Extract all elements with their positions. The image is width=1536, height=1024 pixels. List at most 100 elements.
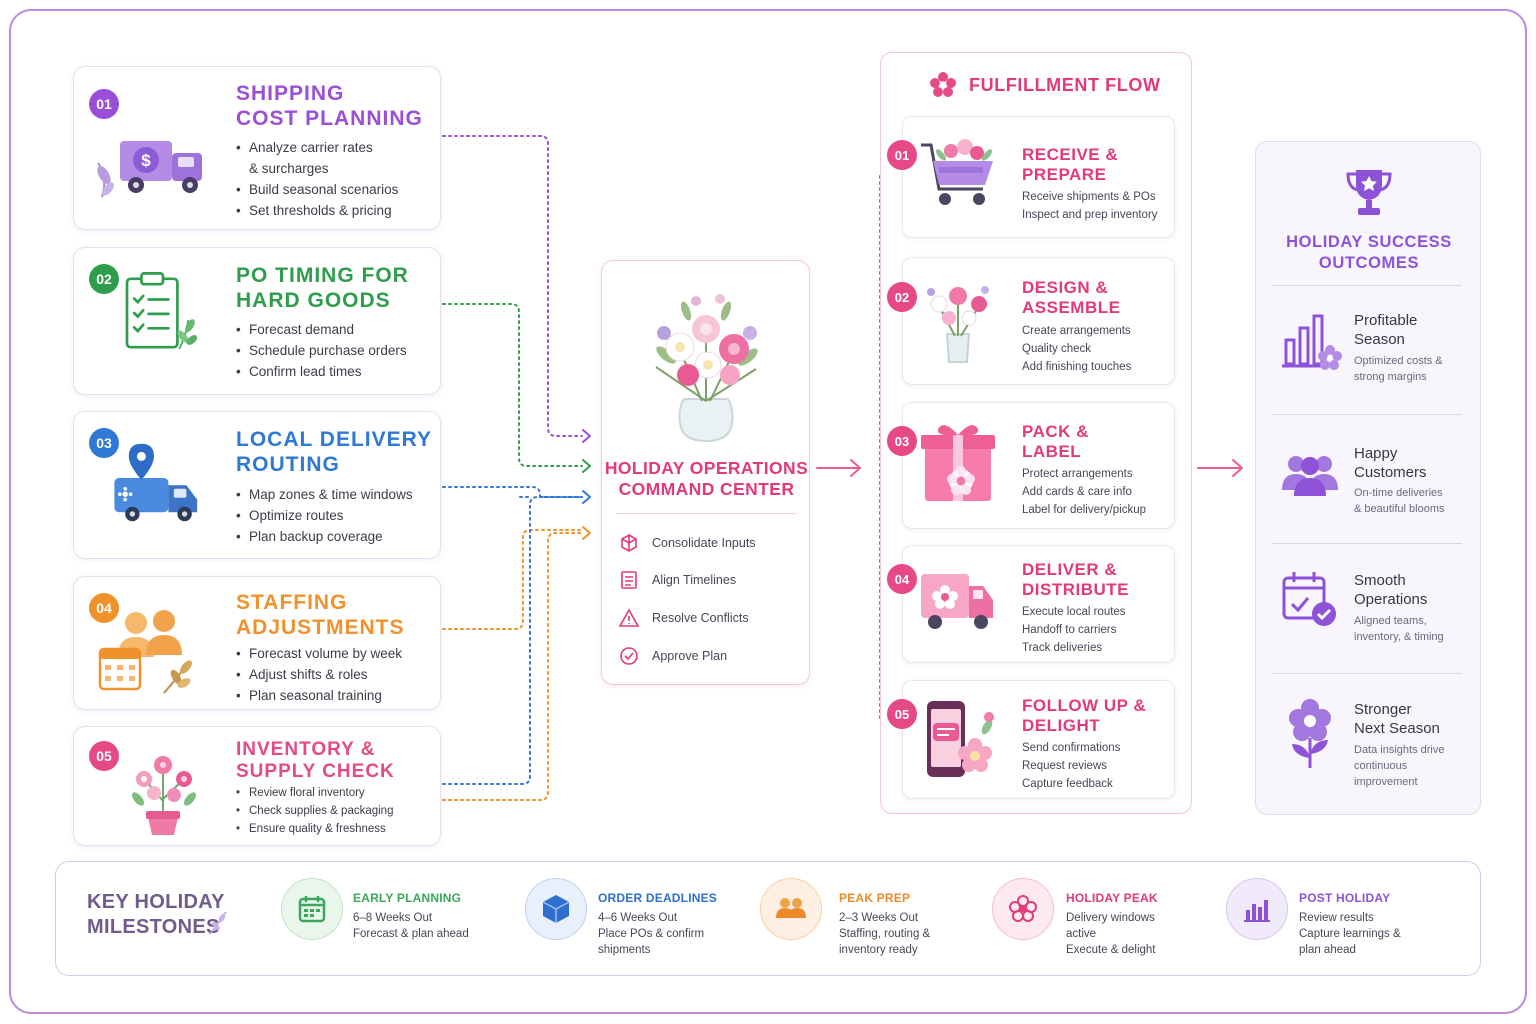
divider — [1272, 673, 1462, 674]
command-item-label: Resolve Conflicts — [652, 611, 749, 625]
bullet-item: Build seasonal scenarios — [236, 179, 398, 200]
step-number-badge: 03 — [89, 428, 119, 458]
bullet-item: Forecast volume by week — [236, 643, 402, 664]
calendar-icon — [298, 896, 326, 923]
card-title-line: INVENTORY & — [236, 739, 376, 760]
outcome-description: Optimized costs &strong margins — [1354, 355, 1443, 383]
step-details: Create arrangements Quality check Add fi… — [1022, 322, 1131, 376]
step-title: DELIVER &DISTRIBUTE — [1022, 560, 1129, 599]
staff-calendar-icon — [98, 610, 192, 694]
card-title-line: SHIPPING — [236, 82, 345, 105]
step-detail: Track deliveries — [1022, 642, 1103, 654]
outcome-description: Aligned teams,inventory, & timing — [1354, 615, 1444, 643]
step-details: Send confirmations Request reviews Captu… — [1022, 739, 1120, 793]
clipboard-checklist-icon — [125, 272, 198, 350]
title-line: COMMAND CENTER — [618, 479, 795, 499]
box-icon — [542, 895, 570, 923]
svg-text:$: $ — [141, 151, 151, 170]
bullet-item: Schedule purchase orders — [236, 340, 407, 361]
check-circle-icon — [620, 647, 638, 665]
step-title: FOLLOW UP &DELIGHT — [1022, 696, 1147, 735]
diagram-frame — [9, 9, 1527, 1014]
milestone-holiday-peak-badge — [992, 878, 1054, 940]
fulfillment-title: FULFILLMENT FLOW — [969, 75, 1161, 95]
step-detail: Add finishing touches — [1022, 361, 1132, 373]
step-detail: Add cards & care info — [1022, 486, 1132, 498]
flower-cart-icon — [921, 139, 993, 205]
step-detail: Execute local routes — [1022, 606, 1126, 618]
pink-delivery-truck-icon — [921, 574, 993, 629]
card-title: STAFFING ADJUSTMENTS — [236, 590, 405, 640]
bullet-item: Review floral inventory — [236, 784, 393, 802]
milestone-heading: POST HOLIDAY — [1299, 891, 1391, 905]
command-item-approve: Approve Plan — [618, 644, 727, 668]
divider — [1272, 543, 1462, 544]
title-line: HOLIDAY OPERATIONS — [604, 458, 809, 478]
trophy-icon — [1346, 170, 1392, 215]
potted-flowers-icon — [132, 756, 196, 835]
step-detail: Send confirmations — [1022, 742, 1121, 754]
people-icon — [1282, 456, 1338, 496]
milestone-order-deadlines-badge — [525, 878, 587, 940]
card-title-line: HARD GOODS — [236, 289, 391, 312]
calendar-check-icon — [1282, 572, 1336, 626]
command-item-label: Consolidate Inputs — [652, 536, 756, 550]
warning-icon — [618, 608, 640, 627]
milestone-heading: EARLY PLANNING — [353, 891, 462, 905]
divider — [1272, 414, 1462, 415]
bullet-continuation: & surcharges — [249, 161, 329, 176]
consolidate-icon — [621, 534, 637, 552]
step-title: PACK &LABEL — [1022, 422, 1089, 461]
step-number-badge: 01 — [89, 89, 119, 119]
step-title: RECEIVE &PREPARE — [1022, 145, 1119, 184]
step-title: DESIGN &ASSEMBLE — [1022, 278, 1121, 317]
step-number-badge: 02 — [887, 282, 917, 312]
card-title-line: LOCAL DELIVERY — [236, 428, 433, 451]
card-bullets: Map zones & time windows Optimize routes… — [236, 484, 413, 547]
bullet-item: Ensure quality & freshness — [236, 820, 393, 838]
bullet-item: Adjust shifts & roles — [236, 664, 402, 685]
milestone-heading: ORDER DEADLINES — [598, 891, 718, 905]
card-bullets: Analyze carrier rates & surcharges Build… — [236, 137, 398, 221]
step-details: Execute local routes Handoff to carriers… — [1022, 603, 1126, 657]
fulfillment-step-design: 02 DESIGN &ASSEMBLE Create arrangements … — [887, 257, 1175, 385]
milestone-early-planning-badge — [281, 878, 343, 940]
step-number-badge: 03 — [887, 426, 917, 456]
planning-card-local-delivery: 03 LOCAL DELIVERY ROUTING Map zones & ti… — [73, 411, 441, 559]
step-detail: Protect arrangements — [1022, 468, 1133, 480]
timeline-list-icon — [621, 571, 637, 589]
command-center-title: HOLIDAY OPERATIONS COMMAND CENTER — [602, 458, 811, 500]
planning-card-staffing: 04 STAFFING ADJUSTMENTS Forecast volume … — [73, 576, 441, 710]
bullet-item: Optimize routes — [236, 505, 413, 526]
flower-icon — [930, 72, 956, 97]
team-icon — [776, 898, 806, 918]
divider — [1272, 285, 1462, 286]
fulfillment-step-deliver: 04 DELIVER &DISTRIBUTE Execute local rou… — [887, 545, 1175, 663]
phone-message-icon — [927, 701, 994, 777]
command-item-align: Align Timelines — [618, 568, 736, 592]
card-title-line: ROUTING — [236, 453, 340, 476]
card-title: SHIPPING COST PLANNING — [236, 81, 423, 131]
step-detail: Inspect and prep inventory — [1022, 209, 1158, 221]
card-title: PO TIMING FOR HARD GOODS — [236, 263, 409, 313]
card-bullets: Forecast demand Schedule purchase orders… — [236, 319, 407, 382]
planning-card-shipping: 01 $ SHIPPING COST PLANNING Analyze carr… — [73, 66, 441, 230]
step-detail: Request reviews — [1022, 760, 1108, 772]
card-title-line: PO TIMING FOR — [236, 264, 409, 287]
milestone-heading: HOLIDAY PEAK — [1066, 891, 1158, 905]
gift-box-icon — [921, 425, 995, 501]
step-number-badge: 05 — [887, 699, 917, 729]
fulfillment-step-receive: 01 RECEIVE &PREPARE Receive shipments & … — [887, 116, 1175, 238]
command-center-panel: HOLIDAY OPERATIONS COMMAND CENTER Consol… — [601, 260, 810, 685]
